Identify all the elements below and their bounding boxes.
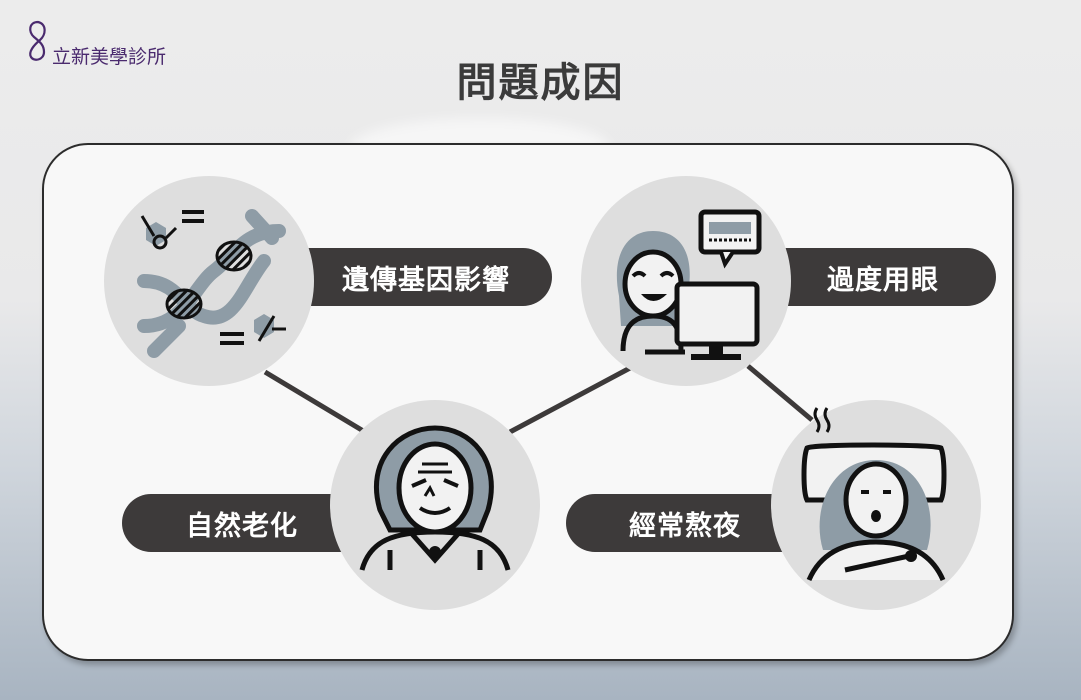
cause-circle-aging bbox=[330, 400, 540, 610]
elderly-person-icon bbox=[359, 425, 511, 571]
cause-label-genetics: 遺傳基因影響 bbox=[300, 248, 552, 306]
cause-label-text: 自然老化 bbox=[186, 510, 298, 542]
computer-user-icon bbox=[616, 209, 762, 360]
clinic-name: 立新美學診所 bbox=[52, 46, 167, 68]
cause-circle-genetics bbox=[104, 176, 314, 386]
page-title: 問題成因 bbox=[456, 59, 625, 106]
cause-circle-staying-up bbox=[771, 400, 981, 610]
cause-label-staying-up: 經常熬夜 bbox=[566, 494, 804, 552]
cause-circle-eye-strain bbox=[581, 176, 791, 386]
sleepless-person-icon bbox=[801, 407, 947, 582]
dna-icon bbox=[137, 209, 286, 358]
cause-label-text: 經常熬夜 bbox=[629, 510, 741, 542]
cause-label-text: 遺傳基因影響 bbox=[342, 264, 510, 296]
cause-label-text: 過度用眼 bbox=[827, 264, 939, 296]
cause-label-eye-strain: 過度用眼 bbox=[770, 248, 996, 306]
logo-mark-icon bbox=[29, 20, 46, 61]
cause-label-aging: 自然老化 bbox=[122, 494, 362, 552]
clinic-logo[interactable]: 立新美學診所 bbox=[22, 18, 182, 68]
